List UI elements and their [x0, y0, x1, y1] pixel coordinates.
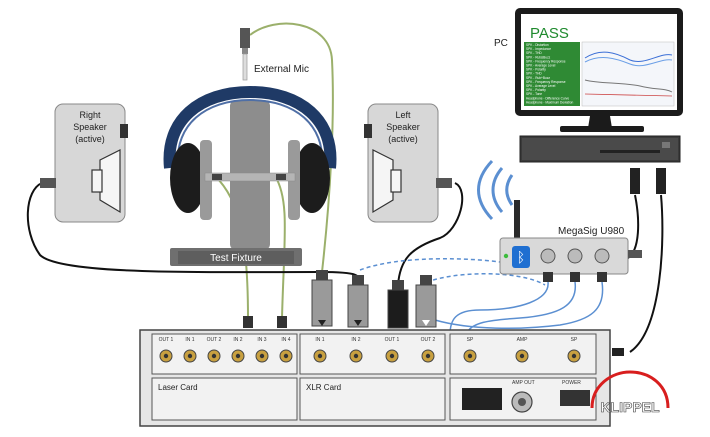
pc-label: PC: [494, 38, 508, 49]
port-label: IN 2: [233, 337, 242, 343]
left-speaker-label-2: Speaker: [386, 122, 420, 132]
port-label: IN 3: [257, 337, 266, 343]
right-ear-cable: [274, 175, 286, 319]
screen-list-item: SPK - Frequency Response: [526, 59, 566, 63]
left-speaker-cable: [397, 182, 464, 286]
laser-card-label: Laser Card: [158, 383, 198, 392]
screen-list-item: Headphone - Maximum Deviation: [526, 100, 574, 104]
screen-list-item: SPK - THD: [526, 51, 542, 55]
port-label: OUT 1: [159, 337, 174, 343]
xlr-connector-icon: [240, 28, 250, 48]
speaker-cone-icon: [91, 149, 121, 214]
pc-cable-1: [627, 194, 640, 259]
port-label: IN 2: [351, 337, 360, 343]
screen-list-item: SPK - Rub+Buzz: [526, 76, 550, 80]
port-label: AMP: [517, 337, 529, 343]
bluetooth-icon: [512, 246, 530, 268]
xlr-connector-icon: [387, 280, 409, 329]
port-label: OUT 2: [421, 337, 436, 343]
left-speaker: Left Speaker (active): [364, 103, 452, 223]
klippel-brand: KLIPPEL: [600, 399, 660, 415]
wireless-link-1: [419, 273, 546, 286]
xlr-card-label: XLR Card: [306, 383, 341, 392]
screen-list-item: SPK - Average Level: [526, 64, 556, 68]
screen-list-item: SPK - Impedance: [526, 47, 551, 51]
screen-test-list: [524, 42, 580, 106]
megasig-antenna: [514, 200, 520, 242]
screen-graph: [581, 41, 675, 107]
right-speaker-label-1: Right: [79, 110, 101, 120]
klippel-logo: KLIPPEL: [590, 370, 670, 415]
xlr-connector-icon: [311, 270, 333, 327]
headphones-icon: [163, 85, 337, 169]
xlr-connector-icon: [347, 275, 369, 328]
screen-list-item: SPK - Tone: [526, 92, 542, 96]
microphone-icon: [242, 53, 248, 81]
svg-text:ᛒ: ᛒ: [517, 250, 525, 266]
wireless-signal-icon: [477, 159, 514, 221]
megasig-cable-3: [434, 281, 604, 330]
right-speaker-label-2: Speaker: [73, 122, 107, 132]
pc-usb-connector-2: [656, 168, 666, 194]
cables: [26, 22, 664, 353]
xlr-card-panel: [299, 377, 446, 421]
screen-list-item: SPK - Average Level: [526, 84, 556, 88]
power-label: POWER: [562, 380, 581, 386]
left-speaker-label-3: (active): [388, 134, 418, 144]
port-label: SP: [571, 337, 578, 343]
right-speaker-cable: [26, 182, 361, 286]
port-label: SP: [467, 337, 474, 343]
xlr-connector-icon: [415, 275, 437, 328]
screen-list-item: SPK - Polarity: [526, 88, 546, 92]
megasig-cable-1: [449, 281, 549, 336]
megasig-label: MegaSig U980: [558, 226, 625, 237]
wireless-link-2: [359, 258, 501, 271]
laser-card-io-panel: [151, 333, 298, 375]
right-ear-cup: [294, 143, 330, 213]
pass-status: PASS: [530, 25, 569, 42]
screen-list-item: SPK - THD: [526, 72, 542, 76]
amp-card-jacks: SP AMP SP: [463, 337, 581, 363]
left-speaker-label-1: Left: [395, 110, 411, 120]
port-label: IN 4: [281, 337, 290, 343]
right-speaker: Right Speaker (active): [40, 103, 128, 223]
laser-card-panel: [151, 377, 298, 421]
left-ear-cup: [170, 143, 206, 213]
port-label: IN 1: [315, 337, 324, 343]
screen-list-item: SPK - Polarity: [526, 68, 546, 72]
right-speaker-connector: [40, 178, 56, 188]
speaker-cone-icon: [372, 149, 402, 214]
pc-cable-2: [629, 194, 664, 353]
xlr-connectors: [243, 270, 437, 329]
external-mic-label: External Mic: [254, 64, 309, 75]
laser-card-jacks: OUT 1 IN 1 OUT 2 IN 2 IN 3 IN 4: [159, 337, 293, 363]
right-speaker-label-3: (active): [75, 134, 105, 144]
digital-io-block: [462, 388, 502, 410]
external-mic: External Mic: [240, 28, 309, 81]
screen-list-item: Headphone - Difference Curve: [526, 96, 569, 100]
test-fixture-label: Test Fixture: [210, 253, 262, 264]
screen-list-item: SPK - Rub&Buzz: [526, 55, 551, 59]
power-switch: [560, 390, 590, 406]
port-label: OUT 1: [385, 337, 400, 343]
pc-tower: [519, 135, 681, 194]
megasig-cable-2: [465, 281, 577, 336]
port-label: IN 1: [185, 337, 194, 343]
port-label: OUT 2: [207, 337, 222, 343]
pc-usb-connector-1: [630, 168, 640, 194]
left-speaker-connector: [436, 178, 452, 188]
xlr-card-jacks: IN 1 IN 2 OUT 1 OUT 2: [313, 337, 436, 363]
test-fixture: Test Fixture: [163, 85, 337, 266]
amp-out-label: AMP OUT: [512, 380, 535, 386]
megasig-device: ᛒ MegaSig U980: [499, 200, 642, 282]
screen-list-item: SPK - Frequency Response: [526, 80, 566, 84]
mic-cable: [249, 22, 334, 273]
screen-list-item: SPK - Distortion: [526, 43, 549, 47]
